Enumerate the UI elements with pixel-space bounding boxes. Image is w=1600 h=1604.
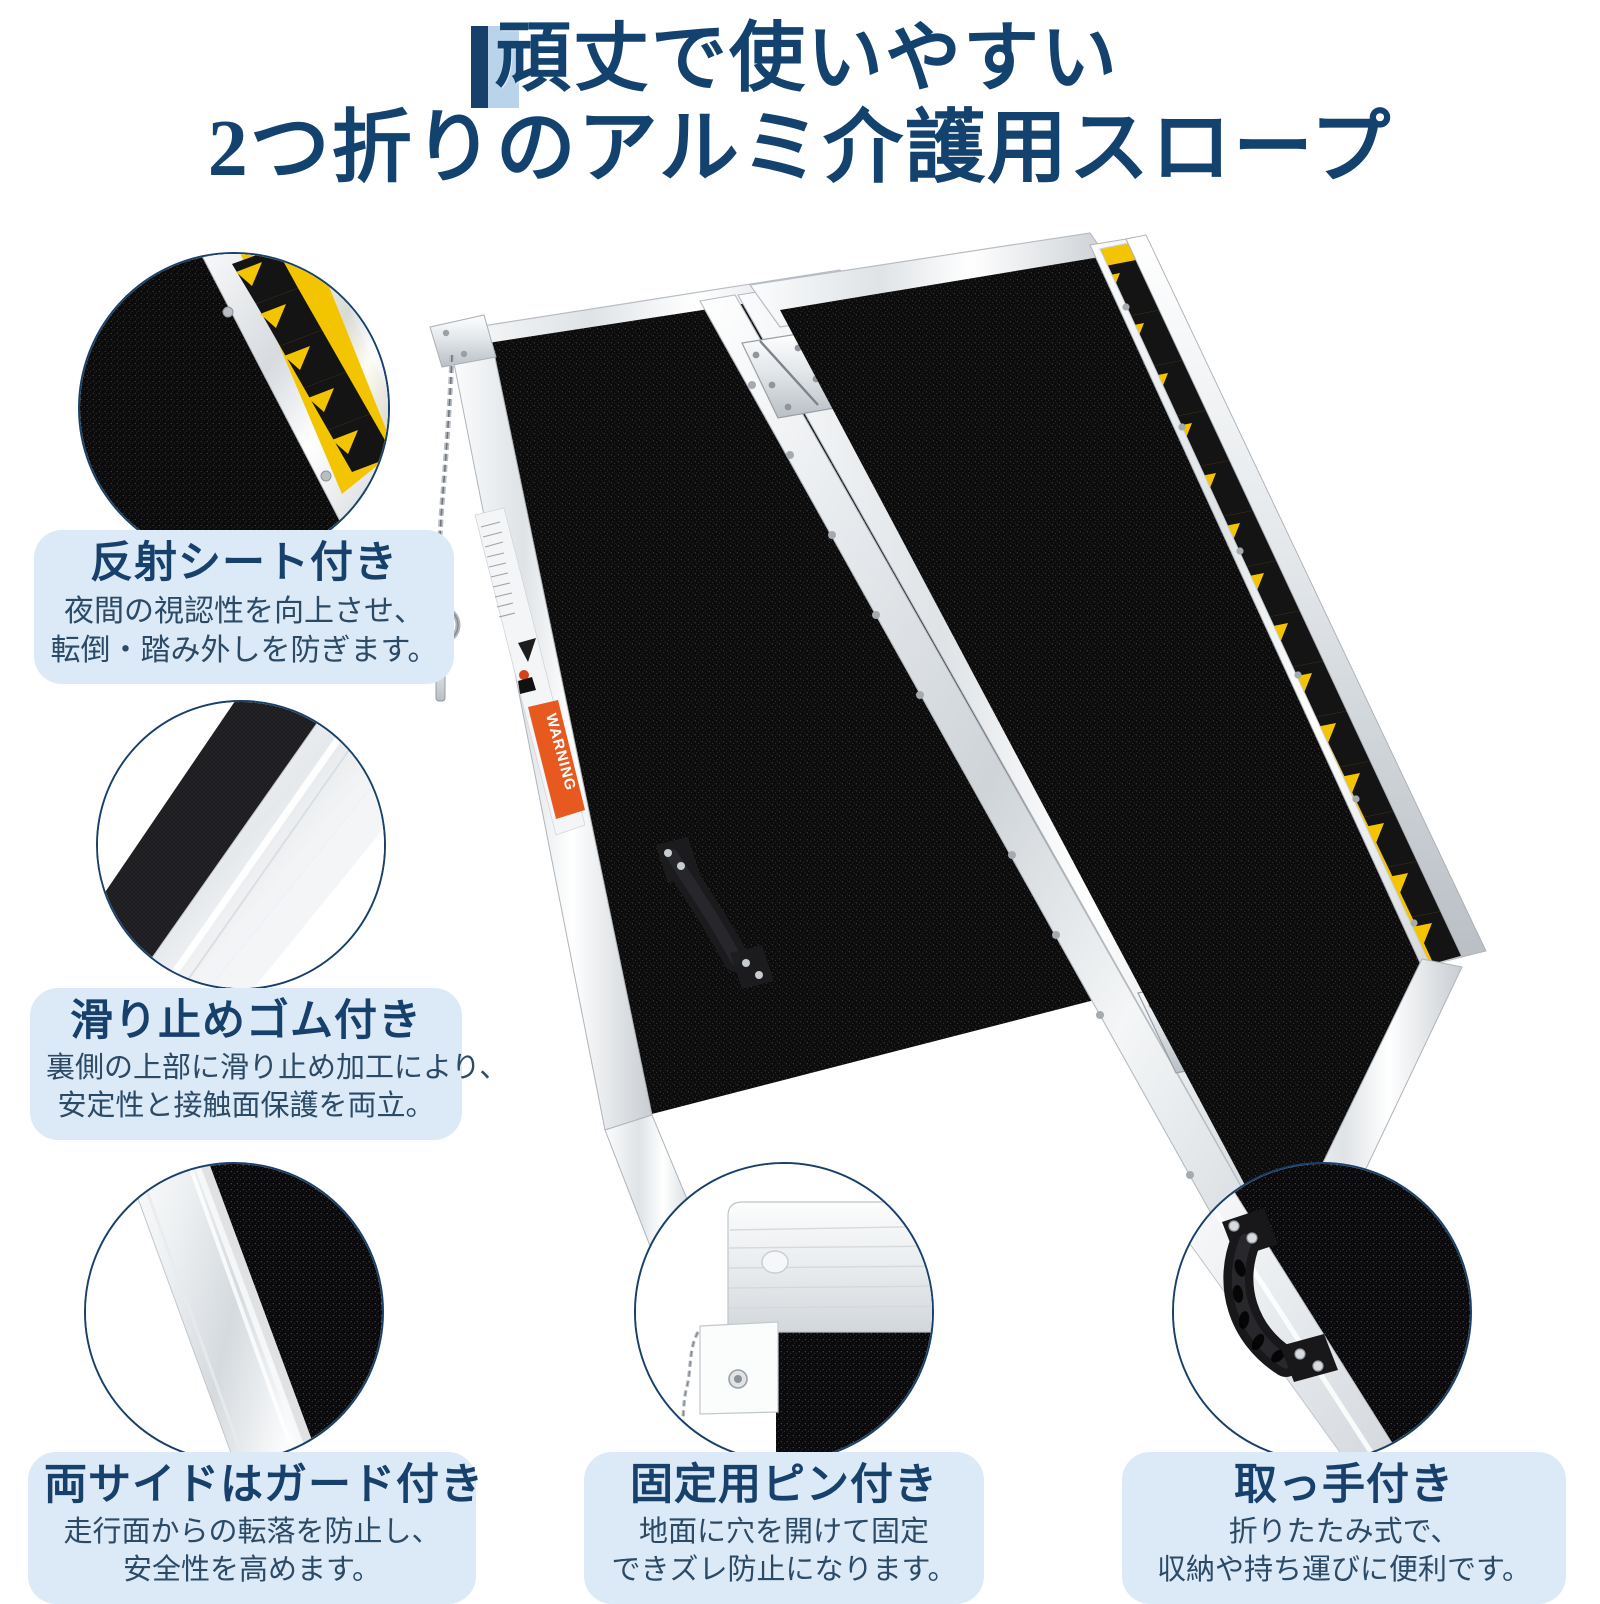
pin-bracket	[699, 1321, 779, 1415]
ramp-left-corner-bracket	[429, 314, 497, 368]
handle-screw-icon	[1228, 1220, 1240, 1232]
inset-reflective-sheet	[78, 252, 390, 564]
bracket-screw-icon	[460, 350, 468, 358]
feature-heading: 反射シート付き	[90, 540, 398, 587]
warning-band	[528, 700, 585, 819]
feature-body-line-2: 安全性を高めます。	[122, 1553, 382, 1586]
screw-icon	[320, 470, 332, 482]
grit-surface	[776, 1326, 932, 1460]
chrome-edge	[193, 1164, 320, 1460]
feature-body-line-1: 走行面からの転落を防止し、	[63, 1516, 441, 1549]
guard-rail	[124, 1164, 310, 1460]
feature-heading: 取っ手付き	[1234, 1462, 1454, 1509]
handle-screw-icon	[1246, 1232, 1258, 1244]
feature-body-line-2: 安定性と接触面保護を両立。	[57, 1089, 435, 1122]
right-guard-screws	[1122, 303, 1418, 927]
ramp-right-outer-lip	[1125, 234, 1487, 958]
ramp-hinge-upper	[741, 332, 841, 419]
rubber-strip	[98, 702, 332, 988]
carry-handle	[656, 837, 774, 989]
handle-screw-icon	[1312, 1360, 1324, 1372]
inset-carry-handle	[1172, 1162, 1472, 1462]
feature-body-line-1: 地面に穴を開けて固定	[638, 1516, 929, 1549]
ramp-right-deck-surface	[780, 257, 1422, 1251]
title-line-1: 頑丈で使いやすい	[471, 17, 1119, 108]
bracket-screw-icon	[442, 329, 450, 337]
grit-surface	[1216, 1164, 1470, 1460]
title-line-2-text: 2つ折りのアルミ介護用スロープ	[207, 105, 1393, 194]
ramp-left-deck-surface	[488, 287, 1145, 1115]
carry-handle-part	[1222, 1208, 1338, 1382]
highlight-line	[159, 705, 363, 988]
caption-side-guards: 両サイドはガード付き 走行面からの転落を防止し、 安全性を高めます。	[28, 1452, 484, 1604]
feature-body-line-2: 転倒・踏み外しを防ぎます。	[50, 634, 438, 668]
screw-icon	[222, 306, 234, 318]
title-line-1-text: 頑丈で使いやすい	[495, 17, 1119, 101]
title-accent-bar-icon	[471, 26, 488, 108]
aluminum-bar	[130, 702, 384, 988]
caption-anti-slip-rubber: 滑り止めゴム付き 裏側の上部に滑り止め加工により、 安定性と接触面保護を両立。	[30, 988, 509, 1140]
handle-screw-icon	[1294, 1348, 1306, 1360]
feature-body-line-2: 収納や持ち運びに便利です。	[1156, 1553, 1532, 1586]
product-photo-folding-ramp: WARNING	[400, 215, 1600, 1275]
feature-heading: 両サイドはガード付き	[44, 1462, 484, 1509]
feature-body-line-2: できズレ防止になります。	[611, 1553, 957, 1586]
feature-heading: 固定用ピン付き	[630, 1462, 938, 1509]
feature-body-line-1: 裏側の上部に滑り止め加工により、	[46, 1052, 509, 1085]
feature-body-line-1: 夜間の視認性を向上させ、	[64, 595, 424, 629]
pin-hole	[761, 1250, 789, 1274]
outer-chrome-lip	[316, 254, 388, 434]
inset-anti-slip-rubber	[96, 700, 386, 990]
caption-reflective-sheet: 反射シート付き 夜間の視認性を向上させ、 転倒・踏み外しを防ぎます。	[34, 530, 454, 685]
caption-fixing-pin: 固定用ピン付き 地面に穴を開けて固定 できズレ防止になります。	[584, 1452, 984, 1604]
feature-heading: 滑り止めゴム付き	[70, 998, 422, 1045]
inset-fixing-pin	[634, 1162, 934, 1462]
grit-surface	[80, 254, 388, 562]
center-rail-screws	[748, 381, 1194, 1179]
inset-side-guards	[84, 1162, 384, 1462]
feature-body-line-1: 折りたたみ式で、	[1228, 1516, 1460, 1549]
warning-triangle-icon	[518, 638, 536, 662]
ramp-illustration: WARNING	[421, 232, 1487, 1274]
page-title: 頑丈で使いやすい 2つ折りのアルミ介護用スロープ	[0, 17, 1600, 194]
caption-carry-handle: 取っ手付き 折りたたみ式で、 収納や持ち運びに便利です。	[1122, 1452, 1566, 1604]
